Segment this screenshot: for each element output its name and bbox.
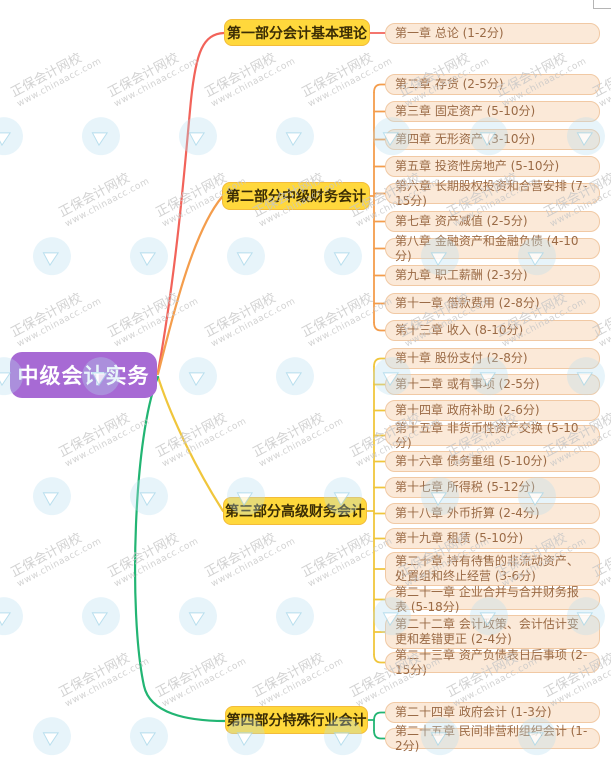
branch-label-3[interactable]: 第三部分高级财务会计	[223, 497, 367, 525]
leaf-node[interactable]: 第十七章 所得税 (5-12分)	[385, 477, 600, 498]
leaf-node[interactable]: 第四章 无形资产 (3-10分)	[385, 129, 600, 150]
leaf-node[interactable]: 第七章 资产减值 (2-5分)	[385, 211, 600, 232]
branch-label-1[interactable]: 第一部分会计基本理论	[224, 19, 370, 46]
branch-line	[373, 83, 386, 94]
central-topic[interactable]: 中级会计实务	[10, 352, 157, 398]
branch-label-2[interactable]: 第二部分中级财务会计	[222, 182, 370, 210]
leaf-node[interactable]: 第十六章 债务重组 (5-10分)	[385, 451, 600, 472]
leaf-node[interactable]: 第五章 投资性房地产 (5-10分)	[385, 156, 600, 177]
leaf-node[interactable]: 第二十一章 企业合并与合并财务报表 (5-18分)	[385, 585, 600, 614]
leaf-node[interactable]: 第一章 总论 (1-2分)	[385, 23, 600, 44]
branch-line	[373, 357, 386, 368]
branch-line	[156, 31, 226, 374]
corner-fragment	[593, 0, 611, 9]
branch-line	[156, 375, 225, 513]
leaf-node[interactable]: 第三章 固定资产 (5-10分)	[385, 101, 600, 122]
branch-line	[156, 195, 224, 376]
leaf-node[interactable]: 第二十四章 政府会计 (1-3分)	[385, 702, 600, 723]
branch-line	[373, 653, 386, 664]
leaf-node[interactable]: 第八章 金融资产和金融负债 (4-10分)	[385, 234, 600, 263]
branch-line	[373, 321, 386, 332]
leaf-node[interactable]: 第十一章 借款费用 (2-8分)	[385, 293, 600, 314]
leaf-node[interactable]: 第二十五章 民间非营利组织会计 (1-2分)	[385, 724, 600, 753]
branch-label-4[interactable]: 第四部分特殊行业会计	[225, 706, 368, 734]
leaf-node[interactable]: 第十章 股份支付 (2-8分)	[385, 348, 600, 369]
leaf-node[interactable]: 第二十三章 资产负债表日后事项 (2-15分)	[385, 648, 600, 677]
leaf-node[interactable]: 第六章 长期股权投资和合营安排 (7-15分)	[385, 179, 600, 208]
leaf-node[interactable]: 第二十二章 会计政策、会计估计变更和差错更正 (2-4分)	[385, 615, 600, 649]
leaf-node[interactable]: 第二章 存货 (2-5分)	[385, 74, 600, 95]
leaf-node[interactable]: 第十四章 政府补助 (2-6分)	[385, 400, 600, 421]
leaf-node[interactable]: 第十五章 非货币性资产交换 (5-10分)	[385, 421, 600, 450]
branch-line	[373, 711, 386, 722]
leaf-node[interactable]: 第十八章 外币折算 (2-4分)	[385, 503, 600, 524]
leaf-node[interactable]: 第十二章 或有事项 (2-5分)	[385, 374, 600, 395]
leaf-node[interactable]: 第十三章 收入 (8-10分)	[385, 320, 600, 341]
branch-line	[373, 729, 386, 740]
leaf-node[interactable]: 第九章 职工薪酬 (2-3分)	[385, 265, 600, 286]
branch-line	[133, 375, 227, 723]
leaf-node[interactable]: 第十九章 租赁 (5-10分)	[385, 528, 600, 549]
leaf-node[interactable]: 第二十章 持有待售的非流动资产、处置组和终止经营 (3-6分)	[385, 552, 600, 586]
